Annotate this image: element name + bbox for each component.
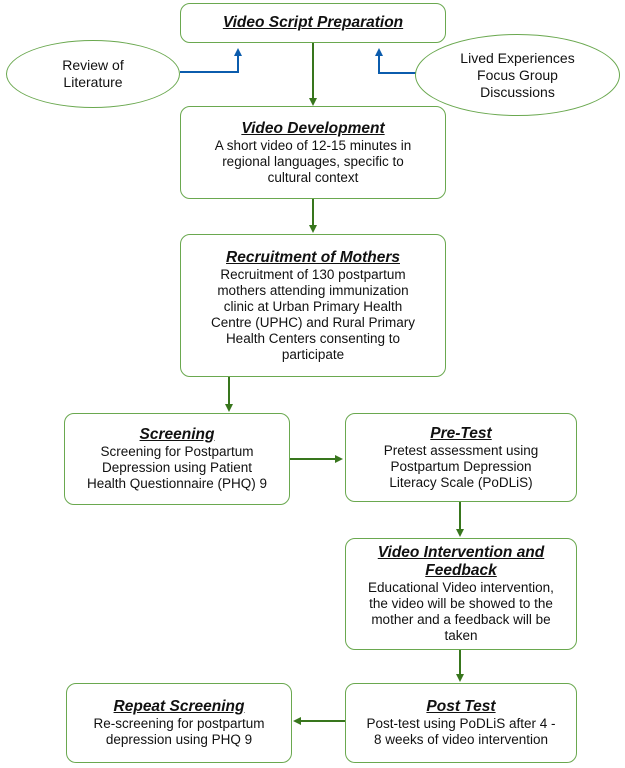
node-screening: Screening Screening for Postpartum Depre…: [64, 413, 290, 505]
node-video-script-preparation: Video Script Preparation: [180, 3, 446, 43]
node-line: Re-screening for postpartum: [93, 716, 265, 731]
node-title: Video Intervention and: [377, 544, 545, 561]
node-title: Feedback: [425, 562, 497, 579]
node-review-of-literature: Review of Literature: [6, 40, 180, 108]
node-video-development: Video Development A short video of 12-15…: [180, 106, 446, 199]
node-title: Recruitment of Mothers: [226, 248, 400, 266]
node-line: depression using PHQ 9: [105, 732, 253, 747]
node-line: Depression using Patient: [101, 460, 253, 475]
node-line: Postpartum Depression: [390, 458, 532, 474]
node-line: 8 weeks of video intervention: [373, 732, 549, 747]
node-line: Recruitment of 130 postpartum: [220, 266, 406, 282]
node-pre-test: Pre-Test Pretest assessment using Postpa…: [345, 413, 577, 502]
node-title: Pre-Test: [430, 424, 492, 442]
node-line: Discussions: [480, 83, 555, 100]
node-line: Pretest assessment using: [383, 442, 539, 458]
node-title: Post Test: [426, 698, 496, 715]
node-title: Repeat Screening: [113, 698, 245, 715]
node-line: Health Questionnaire (PHQ) 9: [86, 476, 268, 491]
node-line: Health Centers consenting to: [225, 330, 401, 346]
node-line: regional languages, specific to: [222, 153, 404, 169]
arrow-lived-to-script: [375, 48, 416, 74]
node-line: the video will be showed to the: [369, 596, 553, 611]
node-line: mother and a feedback will be: [371, 612, 551, 627]
node-line: Review of: [62, 57, 124, 73]
node-line: participate: [281, 346, 345, 362]
node-line: Focus Group: [477, 66, 558, 83]
node-line: Post-test using PoDLiS after 4 -: [366, 716, 556, 731]
node-line: Centre (UPHC) and Rural Primary: [210, 314, 416, 330]
node-line: A short video of 12-15 minutes in: [214, 137, 412, 153]
node-line: cultural context: [267, 169, 359, 185]
node-line: clinic at Urban Primary Health: [223, 298, 403, 314]
node-repeat-screening: Repeat Screening Re-screening for postpa…: [66, 683, 292, 763]
node-line: Literacy Scale (PoDLiS): [389, 474, 533, 490]
node-post-test: Post Test Post-test using PoDLiS after 4…: [345, 683, 577, 763]
node-line: Lived Experiences: [460, 49, 575, 66]
node-title: Video Development: [241, 119, 385, 137]
node-title: Screening: [139, 426, 215, 443]
node-line: Educational Video intervention,: [368, 580, 554, 595]
node-line: Literature: [63, 74, 123, 90]
node-line: Screening for Postpartum: [100, 444, 254, 459]
node-line: taken: [444, 628, 478, 643]
node-recruitment-of-mothers: Recruitment of Mothers Recruitment of 13…: [180, 234, 446, 377]
node-lived-experiences: Lived Experiences Focus Group Discussion…: [415, 34, 620, 116]
node-video-intervention-feedback: Video Intervention and Feedback Educatio…: [345, 538, 577, 650]
arrow-review-to-script: [180, 48, 242, 73]
node-title: Video Script Preparation: [222, 14, 404, 31]
node-line: mothers attending immunization: [217, 282, 409, 298]
